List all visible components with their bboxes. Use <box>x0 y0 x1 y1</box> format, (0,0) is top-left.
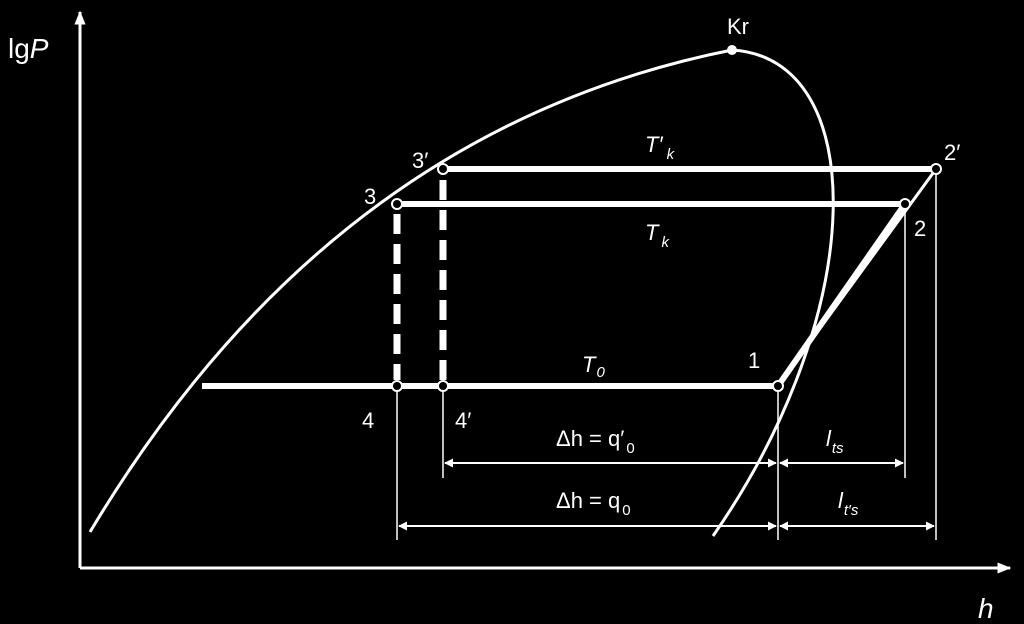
point-4-prime-marker <box>437 380 449 392</box>
point-1-marker <box>772 380 784 392</box>
point-4-prime-label: 4′ <box>455 408 471 433</box>
y-axis-label: lgP <box>8 33 49 64</box>
point-4-label: 4 <box>362 408 374 433</box>
point-2-prime-label: 2′ <box>944 140 960 165</box>
isotherm-tk-prime-label: T′k <box>645 132 676 163</box>
critical-point-label: Kr <box>727 14 749 39</box>
dh-q0-prime-label: Δh = q′0 <box>556 426 635 457</box>
x-axis-label: h <box>978 593 994 624</box>
point-2-marker <box>899 198 911 210</box>
point-3-label: 3 <box>364 184 376 209</box>
point-2-prime-marker <box>930 163 942 175</box>
critical-point-marker <box>727 45 737 55</box>
point-2-label: 2 <box>914 216 926 241</box>
lts-label: lts <box>826 426 844 457</box>
saturated-vapor-line <box>711 48 835 537</box>
point-1-label: 1 <box>748 348 760 373</box>
lpts-label: lt′s <box>838 488 859 519</box>
point-3-prime-marker <box>437 163 449 175</box>
isotherm-t0-label: T0 <box>582 352 605 381</box>
point-3-marker <box>391 198 403 210</box>
point-3-prime-label: 3′ <box>412 148 428 173</box>
saturated-liquid-line <box>88 48 733 533</box>
point-4-marker <box>391 380 403 392</box>
